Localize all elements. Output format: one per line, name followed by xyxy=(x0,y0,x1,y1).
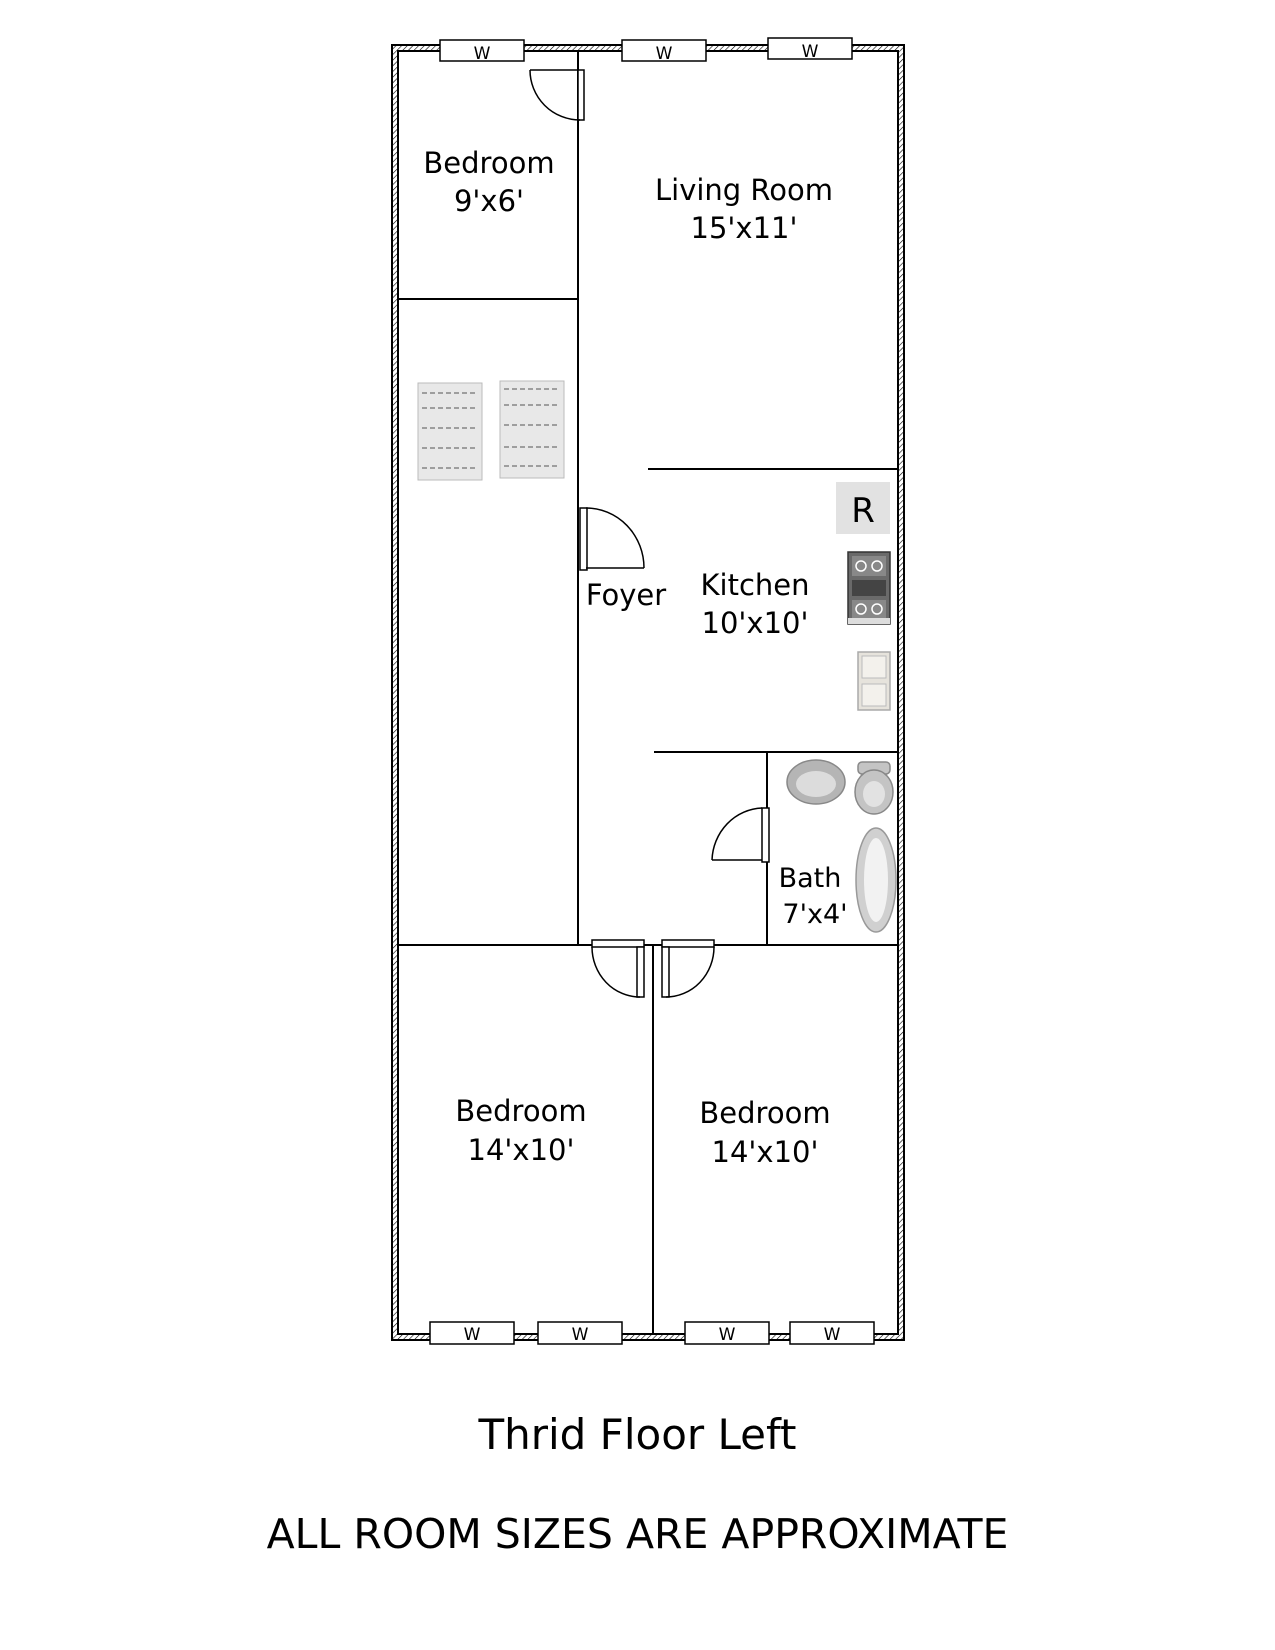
svg-text:Kitchen: Kitchen xyxy=(701,568,810,602)
interior-walls xyxy=(398,51,898,1334)
door-bedroom-right xyxy=(661,939,715,998)
svg-text:15'x11': 15'x11' xyxy=(691,211,798,245)
approximate-size-note: ALL ROOM SIZES ARE APPROXIMATE xyxy=(266,1510,1009,1558)
floor-plan: W W W W W W W xyxy=(391,37,905,1345)
svg-text:R: R xyxy=(851,491,875,531)
door-foyer-closet xyxy=(579,507,645,571)
svg-text:W: W xyxy=(464,1325,481,1345)
bath-sink-icon xyxy=(786,759,846,805)
window-top-2: W xyxy=(621,39,707,64)
svg-text:Bedroom: Bedroom xyxy=(699,1096,830,1130)
bath-fixtures xyxy=(786,759,897,933)
window-bottom-2: W xyxy=(537,1321,623,1345)
room-label-living-room: Living Room 15'x11' xyxy=(655,173,833,245)
window-bottom-3: W xyxy=(684,1321,770,1345)
window-top-3: W xyxy=(767,37,853,62)
room-label-bath: Bath 7'x4' xyxy=(779,863,848,930)
room-label-kitchen: Kitchen 10'x10' xyxy=(701,568,810,640)
room-label-bedroom-left: Bedroom 14'x10' xyxy=(455,1094,586,1167)
svg-text:Bath: Bath xyxy=(779,863,842,894)
svg-text:7'x4': 7'x4' xyxy=(782,899,847,930)
window-top-1: W xyxy=(439,39,525,64)
refrigerator-icon: R xyxy=(836,482,890,534)
door-bedroom-left xyxy=(591,939,645,998)
room-label-bedroom-right: Bedroom 14'x10' xyxy=(699,1096,830,1169)
svg-text:Bedroom: Bedroom xyxy=(455,1094,586,1128)
svg-text:14'x10': 14'x10' xyxy=(468,1133,575,1167)
svg-text:W: W xyxy=(572,1325,589,1345)
svg-text:Bedroom: Bedroom xyxy=(423,146,554,180)
window-bottom-4: W xyxy=(789,1321,875,1345)
room-label-foyer: Foyer xyxy=(586,578,666,612)
svg-text:W: W xyxy=(656,44,673,64)
floor-title: Thrid Floor Left xyxy=(478,1410,797,1459)
closet-shelves xyxy=(417,380,565,481)
windows: W W W W W W W xyxy=(429,37,875,1345)
bathtub-icon xyxy=(855,827,897,933)
sink-icon xyxy=(857,651,891,711)
svg-text:Foyer: Foyer xyxy=(586,578,666,612)
svg-text:W: W xyxy=(824,1325,841,1345)
svg-text:W: W xyxy=(719,1325,736,1345)
doors xyxy=(529,69,770,998)
stove-icon xyxy=(847,551,891,625)
door-small-bedroom xyxy=(529,69,585,121)
svg-text:9'x6': 9'x6' xyxy=(454,184,524,218)
room-label-bedroom-small: Bedroom 9'x6' xyxy=(423,146,554,218)
svg-text:10'x10': 10'x10' xyxy=(702,606,809,640)
window-bottom-1: W xyxy=(429,1321,515,1345)
svg-text:14'x10': 14'x10' xyxy=(712,1135,819,1169)
svg-text:W: W xyxy=(802,42,819,62)
door-bath xyxy=(711,807,770,863)
toilet-icon xyxy=(854,761,894,815)
exterior-walls xyxy=(391,44,905,1341)
svg-text:W: W xyxy=(474,44,491,64)
kitchen-appliances: R xyxy=(836,482,891,711)
svg-text:Living Room: Living Room xyxy=(655,173,833,207)
